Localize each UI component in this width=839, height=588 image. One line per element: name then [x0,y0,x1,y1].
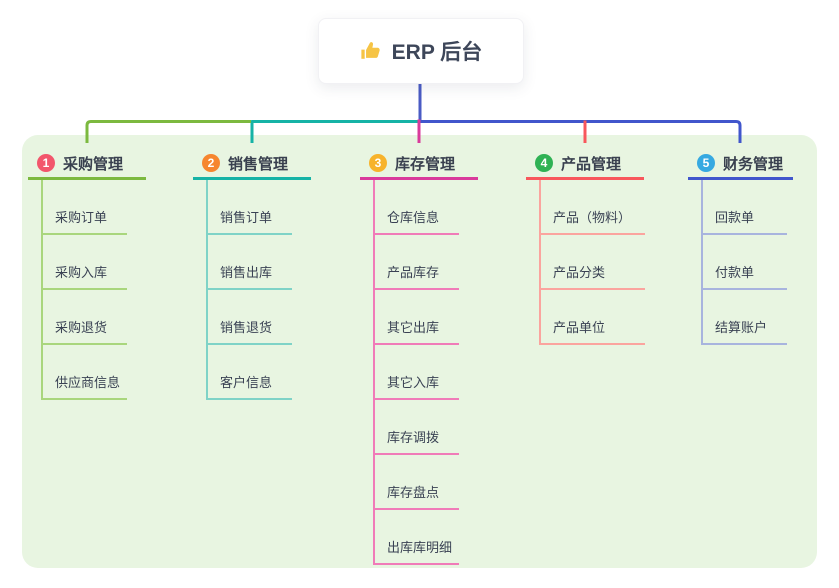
branches-panel [22,135,817,568]
branch: 4 产品管理 产品（物料） 产品分类产品单位 [526,149,645,345]
branch-item-list: 仓库信息产品库存其它出库其它入库库存调拨库存盘点出库库明细 [360,180,478,565]
branch-item-label: 产品分类 [553,265,606,280]
root-node-label: ERP 后台 [391,41,483,64]
branch-item: 供应商信息 [41,345,127,400]
branch-title: 财务管理 [723,155,784,173]
branch-header: 2 销售管理 [193,149,311,180]
branch-item-list: 回款单付款单结算账户 [688,180,793,345]
branch-item-label: 采购退货 [55,320,108,335]
branch-item: 销售退货 [206,290,292,345]
branch-title: 采购管理 [63,155,124,173]
branch-item-label: 采购入库 [55,265,108,280]
branch-connector-line [539,180,541,343]
branch-title: 产品管理 [561,155,622,173]
branch-header: 4 产品管理 [526,149,644,180]
branch-item-list: 采购订单采购入库采购退货供应商信息 [28,180,146,400]
branch-item-label: 回款单 [715,210,755,225]
branch: 1 采购管理 采购订单采购入库采购退货供应商信息 [28,149,146,400]
branch-item: 产品分类 [539,235,645,290]
branch: 2 销售管理 销售订单销售出库销售退货客户信息 [193,149,311,400]
branch-item: 出库库明细 [373,510,459,565]
branch-item: 库存盘点 [373,455,459,510]
branch-item-label: 仓库信息 [387,210,440,225]
branch-item-label: 付款单 [715,265,755,280]
branch-item-label: 结算账户 [715,320,768,335]
branch-number-badge: 4 [535,154,553,172]
branch-item: 产品单位 [539,290,645,345]
branch-item-label: 产品（物料） [553,210,632,225]
branch-item: 仓库信息 [373,180,459,235]
branch-item: 采购退货 [41,290,127,345]
branch-title: 销售管理 [228,155,289,173]
branch-item: 产品库存 [373,235,459,290]
branch-number-badge: 5 [697,154,715,172]
branch: 3 库存管理 仓库信息产品库存其它出库其它入库库存调拨库存盘点出库库明细 [360,149,478,565]
branch-header: 1 采购管理 [28,149,146,180]
branch-item: 采购入库 [41,235,127,290]
branch-item: 结算账户 [701,290,787,345]
branch-item-label: 采购订单 [55,210,108,225]
branch-item-label: 库存盘点 [387,485,440,500]
branch-item-list: 产品（物料） 产品分类产品单位 [526,180,645,345]
branch-header: 5 财务管理 [688,149,793,180]
branch-item-label: 出库库明细 [387,540,453,555]
branch-title: 库存管理 [395,155,456,173]
branch-connector-line [701,180,703,343]
branch-item-label: 销售退货 [220,320,273,335]
branch-item: 销售订单 [206,180,292,235]
branch-item: 付款单 [701,235,787,290]
branch-item-label: 产品库存 [387,265,440,280]
branch-item: 销售出库 [206,235,292,290]
branch-item-label: 其它出库 [387,320,440,335]
branch-item-label: 库存调拨 [387,430,440,445]
branch-connector-line [41,180,43,398]
branch-header: 3 库存管理 [360,149,478,180]
branch-item-label: 产品单位 [553,320,606,335]
branch-item: 客户信息 [206,345,292,400]
branch: 5 财务管理 回款单付款单结算账户 [688,149,793,345]
branch-connector-line [373,180,375,563]
branch-item: 产品（物料） [539,180,645,235]
root-node: ERP 后台 [318,18,524,84]
branch-item: 采购订单 [41,180,127,235]
branch-item-list: 销售订单销售出库销售退货客户信息 [193,180,311,400]
branch-item: 其它入库 [373,345,459,400]
branch-item: 回款单 [701,180,787,235]
thumbs-up-icon [360,40,382,62]
branch-item-label: 销售出库 [220,265,273,280]
branch-item-label: 客户信息 [220,375,273,390]
branch-item-label: 其它入库 [387,375,440,390]
branch-item: 其它出库 [373,290,459,345]
branch-number-badge: 1 [37,154,55,172]
branch-number-badge: 3 [369,154,387,172]
branch-number-badge: 2 [202,154,220,172]
branch-item: 库存调拨 [373,400,459,455]
branch-item-label: 销售订单 [220,210,273,225]
branch-item-label: 供应商信息 [55,375,121,390]
branch-connector-line [206,180,208,398]
